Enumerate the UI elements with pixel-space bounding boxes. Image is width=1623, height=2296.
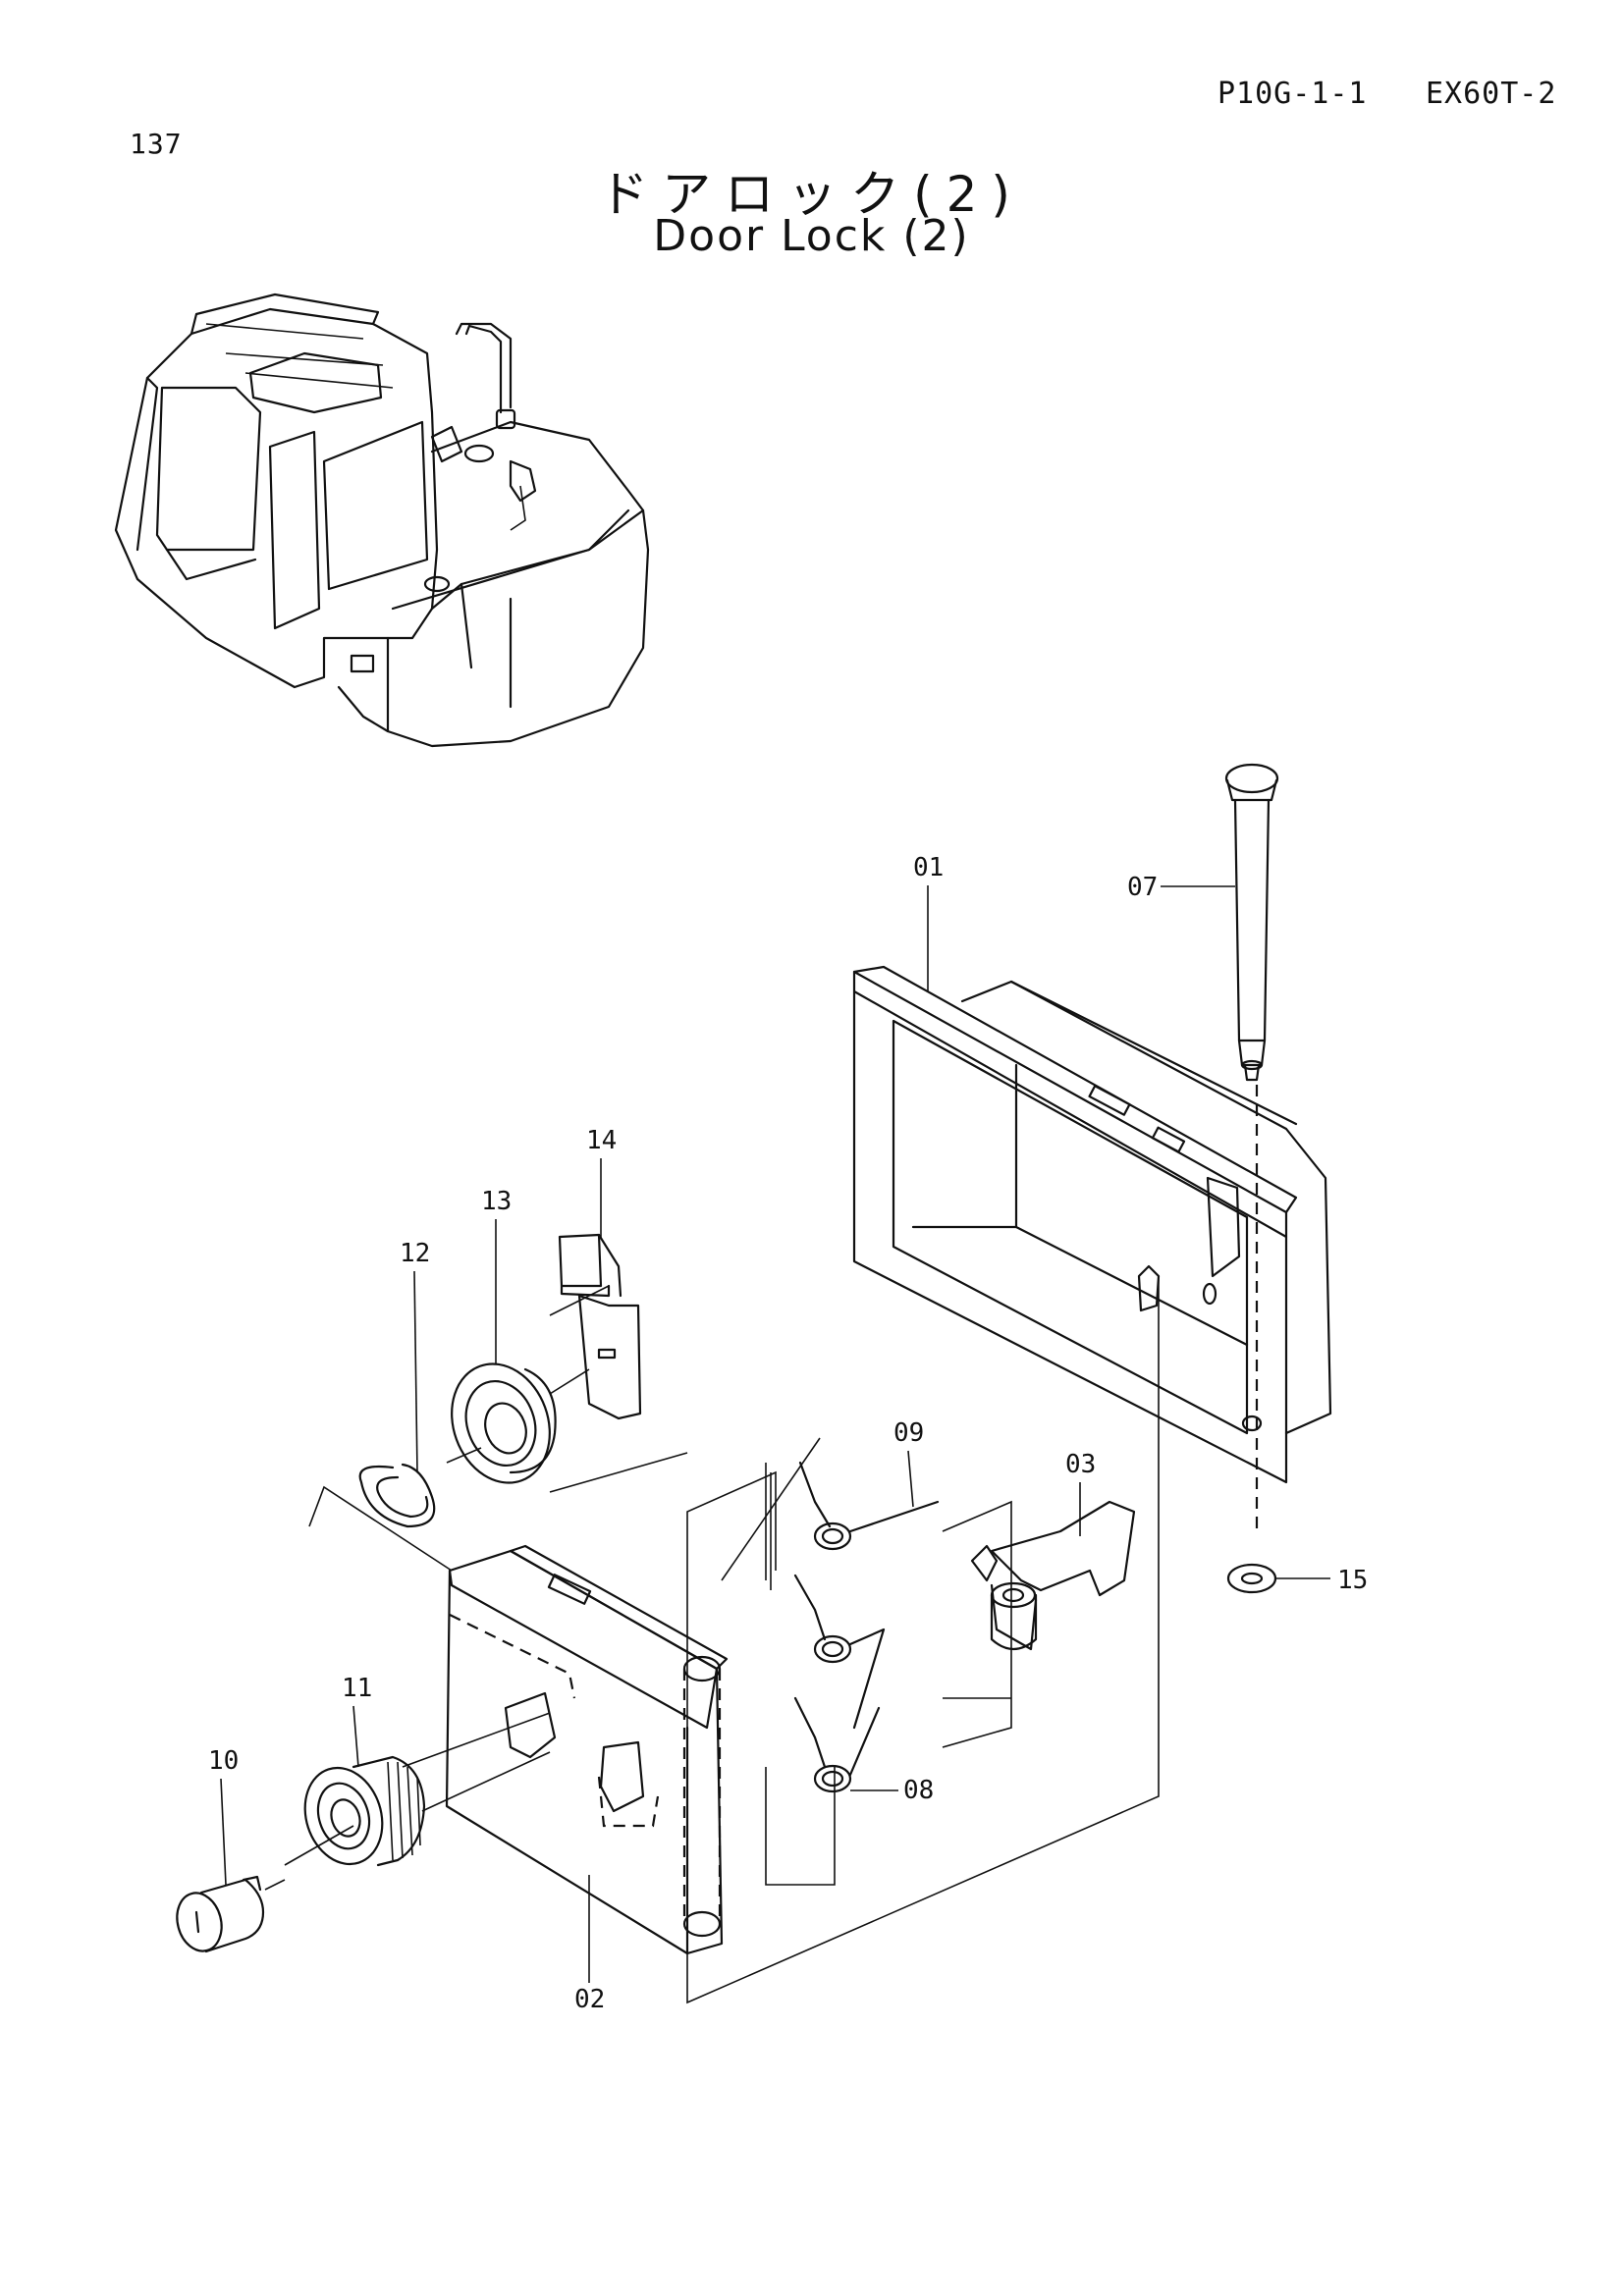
label-part-01: 01 [913, 853, 944, 882]
title-english: Door Lock (2) [653, 211, 970, 261]
part-08-spring [793, 1696, 881, 1793]
part-10-key-cylinder [176, 1875, 265, 1953]
part-09-spring [798, 1461, 940, 1551]
part-03-latch [970, 1500, 1136, 1651]
part-07-pin [1224, 763, 1279, 1082]
part-11-cylinder-housing [303, 1755, 426, 1867]
label-part-12: 12 [400, 1239, 430, 1268]
label-part-07: 07 [1127, 873, 1158, 902]
label-part-08: 08 [903, 1776, 934, 1805]
label-part-15: 15 [1337, 1566, 1368, 1595]
part-15-clip [1226, 1563, 1277, 1594]
label-part-09: 09 [893, 1418, 924, 1448]
page-number: 137 [130, 128, 183, 160]
label-part-13: 13 [481, 1187, 512, 1216]
part-12-snap-ring [358, 1463, 436, 1528]
door-lock-exploded-view [176, 763, 1332, 2004]
title-japanese: ドアロック(2) [599, 166, 1024, 223]
part-02-lock-body [445, 1544, 729, 1955]
part-13-seal-ring [451, 1362, 557, 1484]
excavator-overview-illustration [114, 293, 650, 748]
part-14-plate [558, 1233, 642, 1420]
part-labels: 01 02 03 07 08 09 10 11 12 13 14 15 [208, 853, 1368, 2014]
label-part-02: 02 [574, 1985, 605, 2014]
model-code: EX60T-2 [1426, 77, 1557, 111]
label-part-14: 14 [586, 1126, 617, 1155]
label-part-03: 03 [1065, 1450, 1096, 1479]
label-part-10: 10 [208, 1746, 239, 1776]
reference-code: P10G-1-1 [1217, 77, 1368, 111]
part-01-housing [852, 965, 1332, 1484]
label-part-11: 11 [342, 1674, 372, 1703]
part-08-spring-upper [793, 1574, 886, 1730]
